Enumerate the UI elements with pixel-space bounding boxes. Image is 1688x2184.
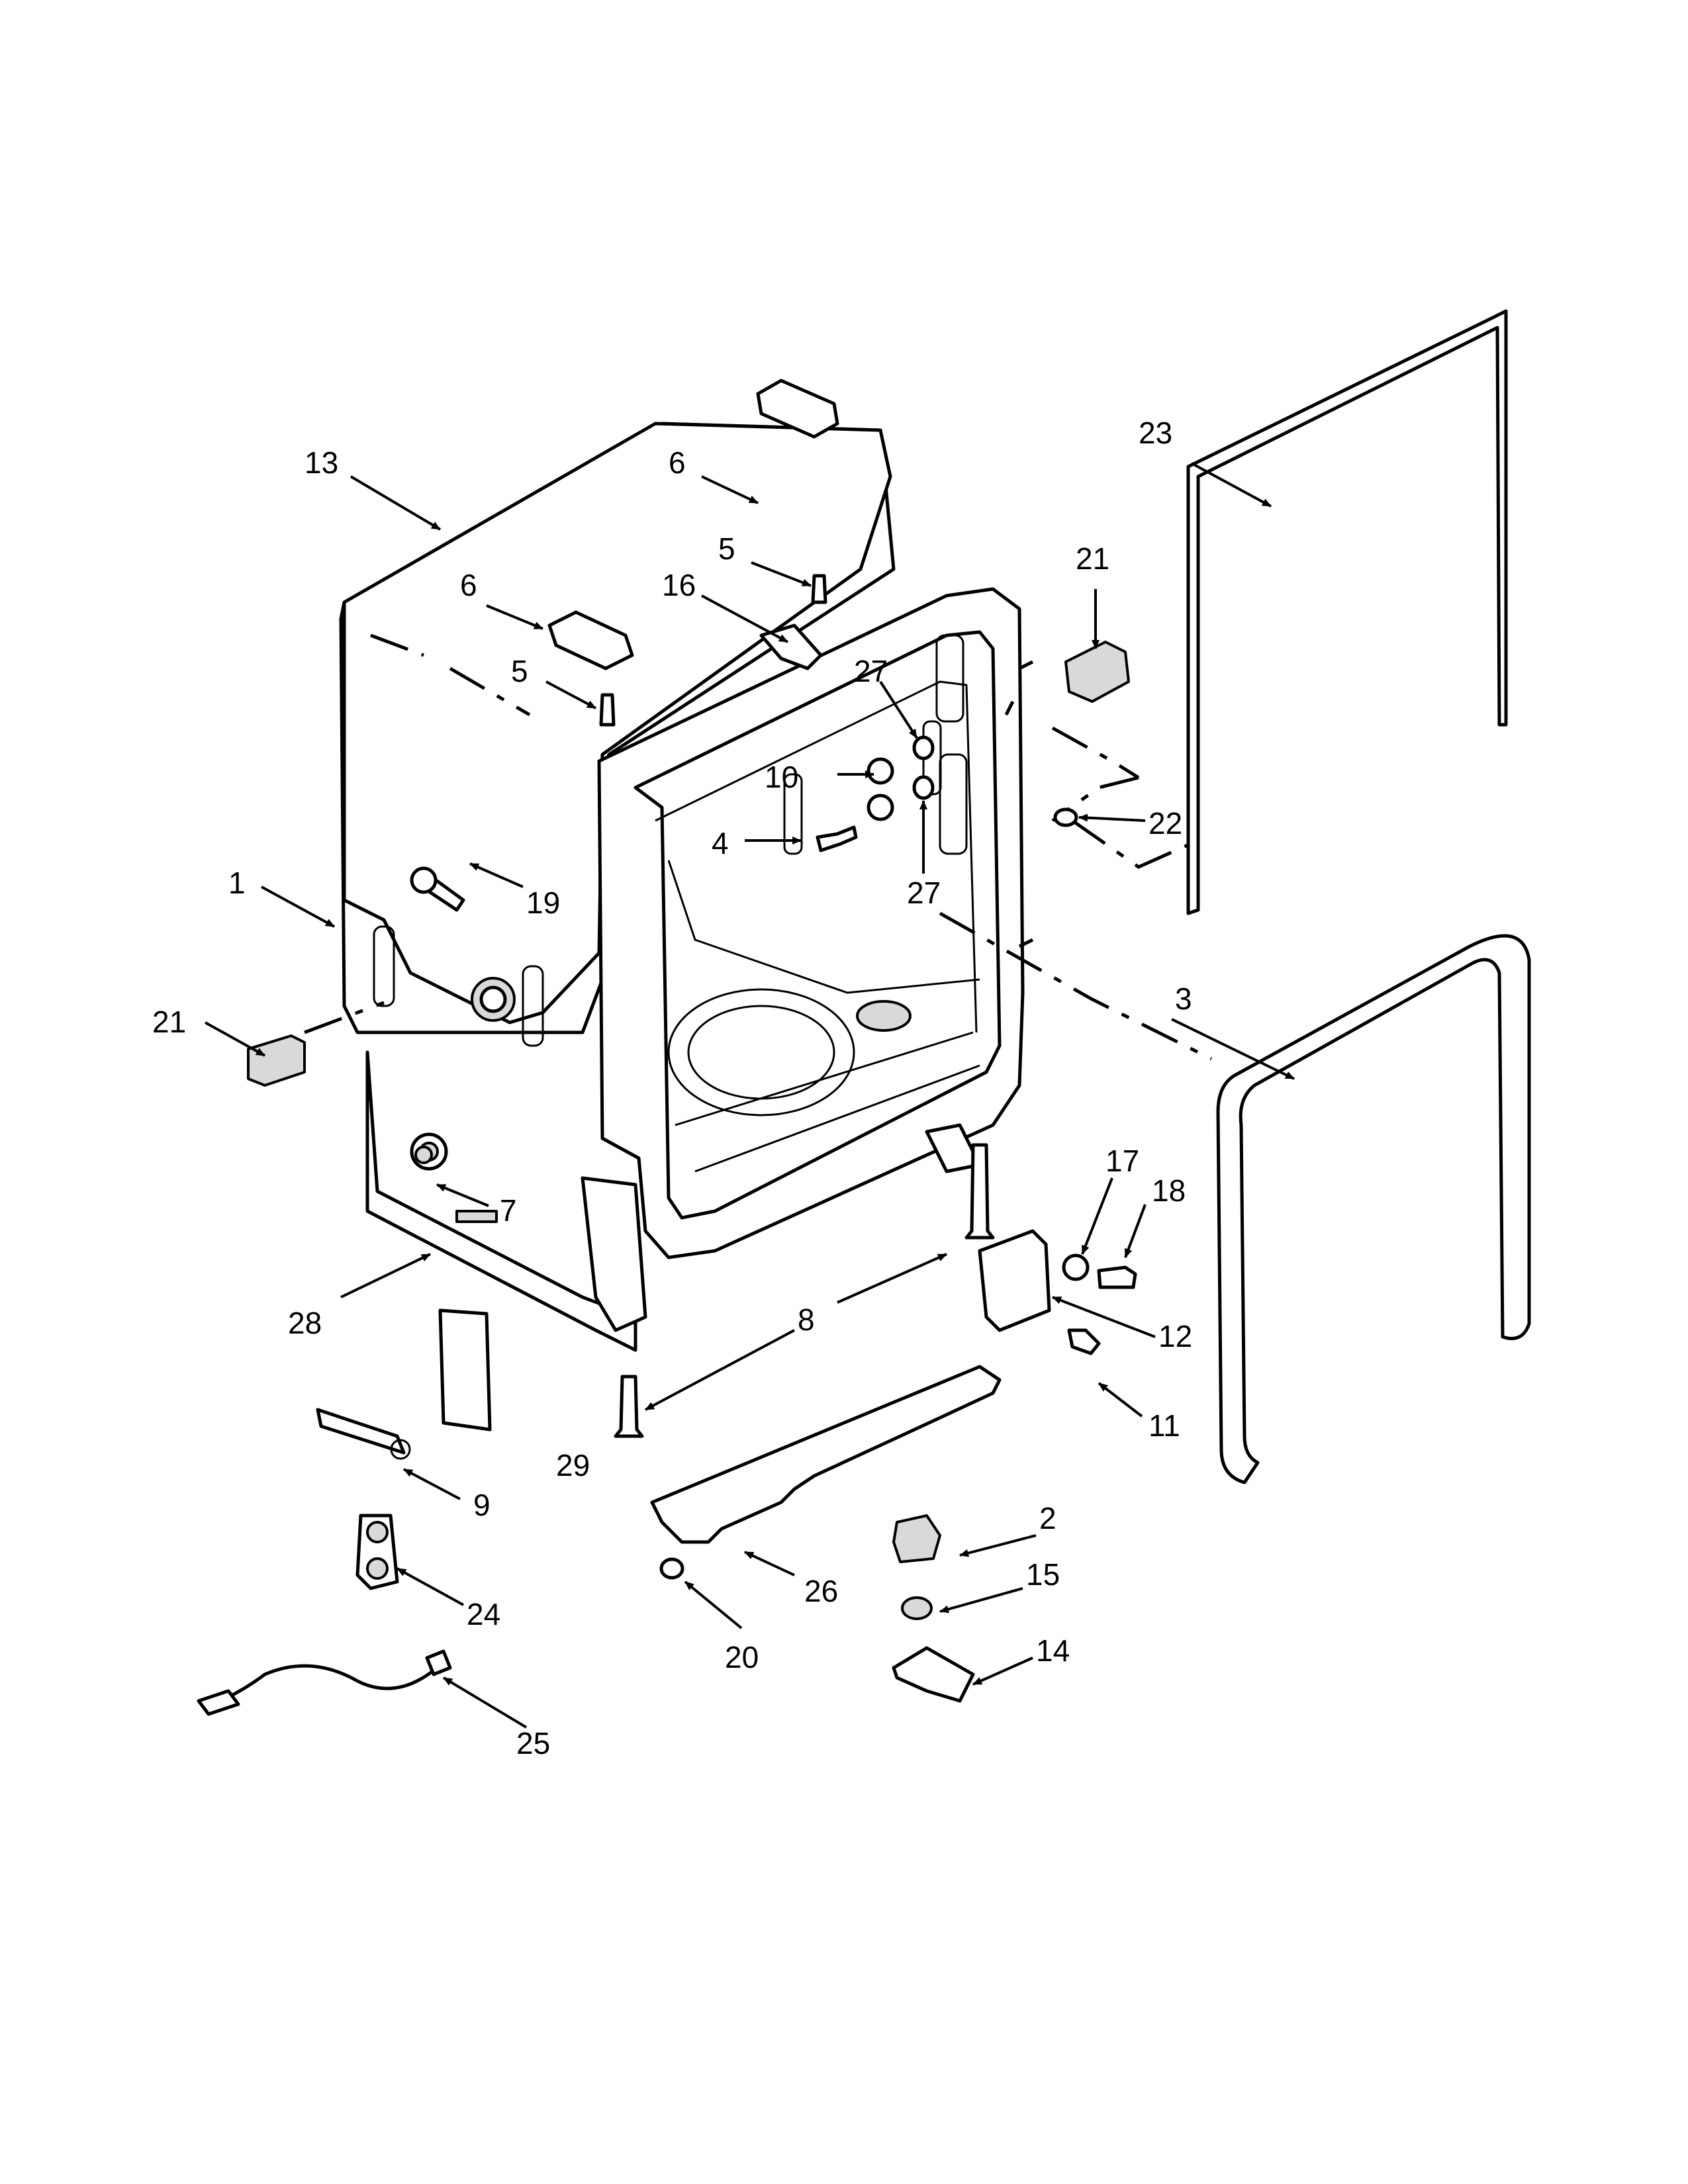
screw-4 <box>816 825 858 852</box>
callout-1: 1 <box>228 866 246 900</box>
callout-19: 19 <box>526 886 560 920</box>
callout-27a: 27 <box>854 654 888 688</box>
label-29 <box>438 1308 492 1432</box>
callout-8: 8 <box>798 1302 815 1337</box>
toe-panel-26 <box>650 1365 1002 1544</box>
leveling-leg-left <box>614 1375 644 1438</box>
hinge-bracket-6b <box>756 379 839 439</box>
leveling-leg-right <box>964 1143 995 1240</box>
switch-2 <box>892 1514 941 1563</box>
small-parts <box>197 379 1137 1716</box>
washer-27a <box>912 735 935 760</box>
callout-10: 10 <box>765 760 798 794</box>
insulation-blanket <box>342 422 892 1024</box>
foot-20 <box>659 1557 684 1580</box>
grommet-7 <box>414 1146 433 1164</box>
callout-6b: 6 <box>669 445 686 480</box>
screw-5a <box>599 693 616 727</box>
callout-29: 29 <box>556 1448 590 1482</box>
callout-18: 18 <box>1152 1173 1186 1208</box>
callout-12: 12 <box>1158 1319 1192 1353</box>
screw-5b <box>811 574 827 604</box>
fitting-10b <box>867 794 894 821</box>
sensor-15 <box>901 1596 933 1620</box>
callout-13: 13 <box>305 445 338 480</box>
callout-6a: 6 <box>460 568 477 602</box>
callout-21b: 21 <box>152 1005 186 1039</box>
fitting-10a <box>867 757 894 785</box>
plug-22 <box>1053 807 1078 827</box>
callout-17: 17 <box>1105 1144 1139 1178</box>
callout-11: 11 <box>1149 1408 1180 1443</box>
callout-28: 28 <box>288 1306 322 1340</box>
screw-18 <box>1097 1265 1137 1289</box>
washer-27b <box>912 775 935 800</box>
clip-21-right <box>1064 641 1130 703</box>
callout-23: 23 <box>1139 416 1172 450</box>
callout-5a: 5 <box>511 654 528 688</box>
callout-25: 25 <box>516 1726 550 1760</box>
callout-24: 24 <box>467 1597 500 1631</box>
callout-2: 2 <box>1039 1501 1056 1535</box>
clip-21-left <box>247 1034 306 1087</box>
callout-27b: 27 <box>907 876 941 910</box>
cable-25 <box>210 1664 439 1706</box>
callout-3: 3 <box>1175 981 1192 1016</box>
screw-11 <box>1067 1328 1101 1355</box>
callout-26: 26 <box>804 1574 838 1608</box>
callout-15: 15 <box>1026 1557 1060 1592</box>
callout-21a: 21 <box>1076 541 1109 576</box>
tub-gasket <box>1216 934 1531 1484</box>
washer-17 <box>1062 1253 1090 1281</box>
bracket-14 <box>892 1646 975 1703</box>
callout-9: 9 <box>473 1488 491 1522</box>
callout-4: 4 <box>712 826 729 860</box>
callout-14: 14 <box>1036 1633 1070 1668</box>
callout-16: 16 <box>662 568 696 602</box>
spring-9 <box>316 1408 406 1455</box>
hinge-bracket-6a <box>547 610 634 670</box>
callout-22: 22 <box>1149 806 1182 841</box>
leader-arrows <box>205 462 1295 1729</box>
callout-labels: 1 2 3 4 5 5 6 6 7 8 9 10 11 12 13 14 15 … <box>152 416 1192 1760</box>
callout-5b: 5 <box>718 531 735 566</box>
door-gasket-top <box>1186 309 1508 915</box>
bracket-12 <box>978 1229 1051 1332</box>
callout-20: 20 <box>725 1640 759 1674</box>
callout-7: 7 <box>500 1193 517 1228</box>
